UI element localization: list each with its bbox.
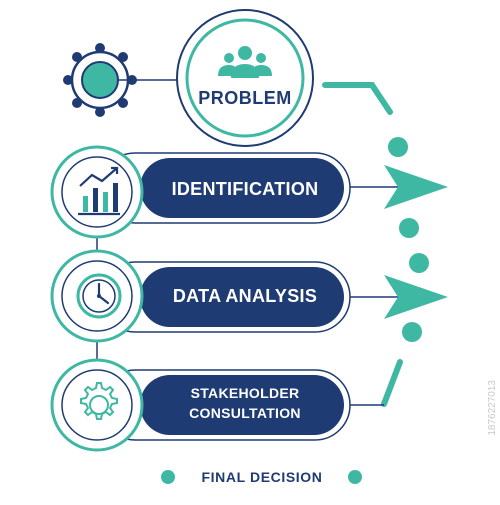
footer-row xyxy=(161,470,362,484)
final-decision-label: FINAL DECISION xyxy=(201,469,323,485)
flow-bottom-bar xyxy=(381,359,403,407)
problem-label: PROBLEM xyxy=(198,88,292,108)
flow-dot-3 xyxy=(409,253,429,273)
team-icon xyxy=(218,46,272,78)
footer-dot-left xyxy=(161,470,175,484)
footer-dot-right xyxy=(348,470,362,484)
flow-dot-2 xyxy=(399,218,419,238)
flow-top-bar xyxy=(322,82,393,115)
bar-chart-growth-icon xyxy=(78,166,120,216)
gear-icon xyxy=(80,382,118,420)
step-identification xyxy=(50,145,351,239)
flow-dot-1 xyxy=(388,137,408,157)
clock-icon xyxy=(76,273,122,319)
side-id-text: 1876227013 xyxy=(487,380,498,436)
flow-connector xyxy=(322,82,448,407)
arrow-head-1 xyxy=(384,165,448,209)
step-label-identification: IDENTIFICATION xyxy=(171,179,319,199)
flow-dot-4 xyxy=(402,322,422,342)
step-data-analysis xyxy=(50,249,351,343)
step-stakeholder-consultation xyxy=(50,358,351,452)
step-label-data-analysis: DATA ANALYSIS xyxy=(172,286,318,306)
step-label-line2: CONSULTATION xyxy=(189,405,301,421)
step-label-stakeholder-consultation: STAKEHOLDER CONSULTATION xyxy=(150,383,340,423)
step-label-line1: STAKEHOLDER xyxy=(190,385,300,401)
network-hub-icon xyxy=(63,43,180,117)
problem-node xyxy=(176,9,314,147)
arrow-head-2 xyxy=(384,275,448,319)
